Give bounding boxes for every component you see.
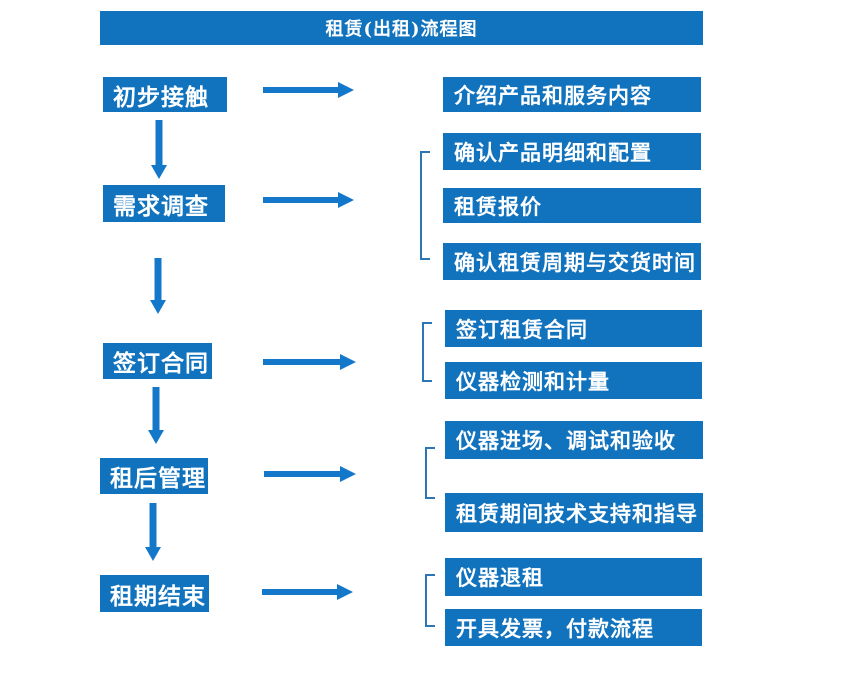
down-arrow-1 bbox=[151, 120, 167, 179]
arrow-head bbox=[148, 430, 164, 444]
detail-box-sign-rental-contract: 签订租赁合同 bbox=[445, 310, 702, 347]
arrow-head bbox=[151, 165, 167, 179]
arrow-head bbox=[340, 466, 356, 482]
stage-box-initial-contact: 初步接触 bbox=[103, 77, 227, 112]
right-arrow-1 bbox=[263, 82, 354, 98]
detail-box-technical-support: 租赁期间技术支持和指导 bbox=[445, 493, 703, 532]
detail-box-introduce-products: 介绍产品和服务内容 bbox=[443, 77, 701, 112]
detail-box-invoice-payment: 开具发票，付款流程 bbox=[445, 609, 702, 646]
down-arrow-2 bbox=[150, 258, 166, 314]
group-bracket-3 bbox=[425, 447, 435, 499]
arrow-head bbox=[338, 192, 354, 208]
group-bracket-4 bbox=[425, 574, 435, 627]
right-arrow-4 bbox=[264, 466, 356, 482]
stage-box-rental-period-end: 租期结束 bbox=[100, 575, 209, 612]
down-arrow-4 bbox=[145, 503, 161, 561]
right-arrow-3 bbox=[263, 354, 356, 370]
detail-box-confirm-product-details: 确认产品明细和配置 bbox=[443, 133, 701, 170]
detail-box-instrument-return: 仪器退租 bbox=[445, 558, 702, 596]
group-bracket-1 bbox=[420, 151, 430, 260]
stage-box-demand-survey: 需求调查 bbox=[103, 185, 225, 222]
right-arrow-2 bbox=[263, 192, 354, 208]
arrow-head bbox=[340, 354, 356, 370]
detail-box-rental-quote: 租赁报价 bbox=[443, 188, 701, 223]
arrow-head bbox=[150, 300, 166, 314]
title-banner: 租赁(出租)流程图 bbox=[100, 11, 703, 45]
stage-box-post-rental-management: 租后管理 bbox=[100, 458, 208, 494]
arrow-head bbox=[145, 547, 161, 561]
detail-box-confirm-rental-period: 确认租赁周期与交货时间 bbox=[443, 243, 701, 280]
arrow-head bbox=[337, 584, 353, 600]
right-arrow-5 bbox=[262, 584, 353, 600]
group-bracket-2 bbox=[422, 322, 432, 382]
detail-box-instrument-entry: 仪器进场、调试和验收 bbox=[445, 421, 703, 459]
arrow-head bbox=[338, 82, 354, 98]
stage-box-sign-contract: 签订合同 bbox=[103, 343, 212, 379]
down-arrow-3 bbox=[148, 387, 164, 444]
detail-box-instrument-testing: 仪器检测和计量 bbox=[445, 362, 702, 399]
